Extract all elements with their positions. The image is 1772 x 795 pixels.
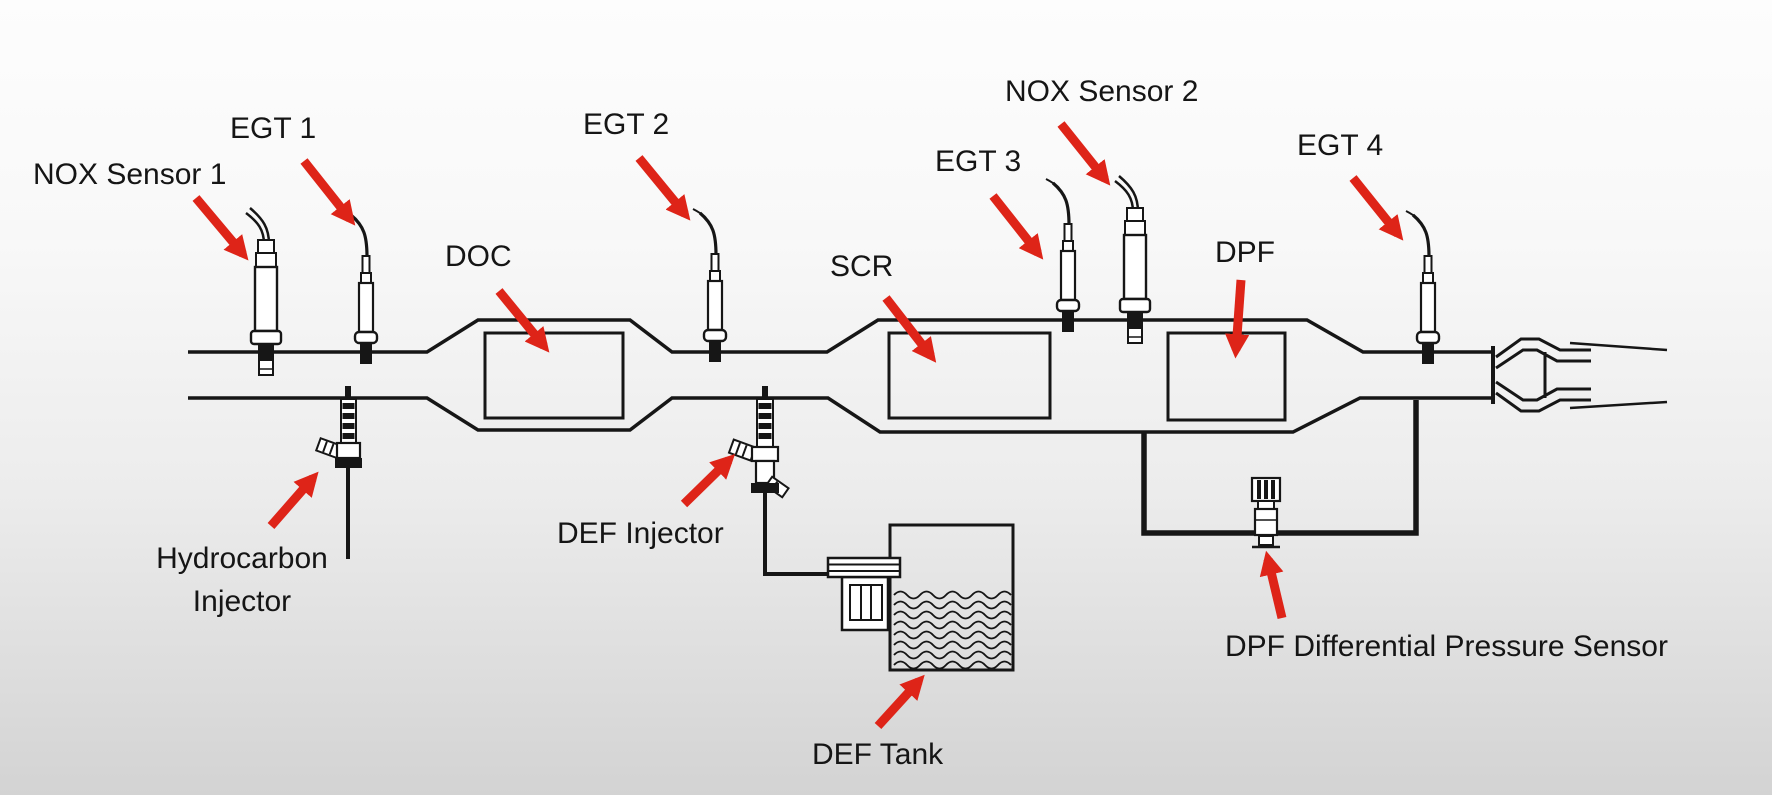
doc-core	[483, 331, 625, 420]
exhaust-pipe	[188, 318, 1492, 434]
label-egt-1: EGT 1	[230, 112, 317, 145]
arrow-doc	[495, 288, 550, 353]
dpf-differential-pressure-sensor-symbol	[1250, 476, 1282, 549]
label-hydrocarbon-injector: Hydrocarbon Injector	[118, 537, 366, 623]
label-doc: DOC	[445, 240, 512, 273]
def-liquid-waves	[893, 590, 1012, 670]
label-hydrocarbon-injector-line-1: Hydrocarbon	[156, 542, 328, 575]
def-injector-symbol	[727, 386, 829, 576]
def-tank-symbol	[826, 523, 1015, 672]
nox-sensor-2-symbol	[1113, 174, 1152, 345]
arrow-scr	[882, 295, 937, 363]
scr-core	[887, 331, 1052, 420]
arrow-dpf	[1225, 279, 1250, 359]
label-hydrocarbon-injector-line-2: Injector	[192, 585, 292, 618]
arrow-egt-2	[635, 155, 691, 221]
egt-4-symbol	[1404, 209, 1441, 366]
label-nox-sensor-1: NOX Sensor 1	[33, 158, 227, 191]
label-def-injector: DEF Injector	[557, 517, 724, 550]
arrow-egt-3	[989, 193, 1044, 260]
tailpipe-tip	[1491, 337, 1668, 413]
egt-1-symbol	[342, 209, 379, 366]
arrow-def-injector	[680, 454, 736, 508]
label-nox-sensor-2: NOX Sensor 2	[1005, 75, 1199, 108]
pressure-sensor-lines	[1141, 400, 1419, 536]
arrow-def-tank	[874, 674, 925, 730]
label-dpf: DPF	[1215, 236, 1275, 269]
def-filler-pump	[826, 556, 902, 632]
label-scr: SCR	[830, 250, 894, 283]
label-egt-2: EGT 2	[583, 108, 670, 141]
arrow-dpf-differential-pressure-sensor	[1259, 550, 1287, 620]
egt-3-symbol	[1044, 177, 1081, 334]
nox-sensor-1-symbol	[244, 206, 283, 377]
dpf-core	[1166, 331, 1287, 422]
arrow-hydrocarbon-injector	[267, 471, 319, 529]
egt-2-symbol	[691, 207, 728, 364]
label-dpf-differential-pressure-sensor: DPF Differential Pressure Sensor	[1225, 630, 1668, 663]
label-def-tank: DEF Tank	[812, 738, 944, 771]
arrow-egt-1	[300, 158, 356, 226]
arrow-nox-sensor-2	[1057, 121, 1111, 186]
hydrocarbon-injector-symbol	[314, 386, 362, 559]
arrow-egt-4	[1349, 175, 1404, 241]
arrow-nox-sensor-1	[192, 195, 249, 261]
label-egt-4: EGT 4	[1297, 129, 1384, 162]
label-egt-3: EGT 3	[935, 145, 1022, 178]
